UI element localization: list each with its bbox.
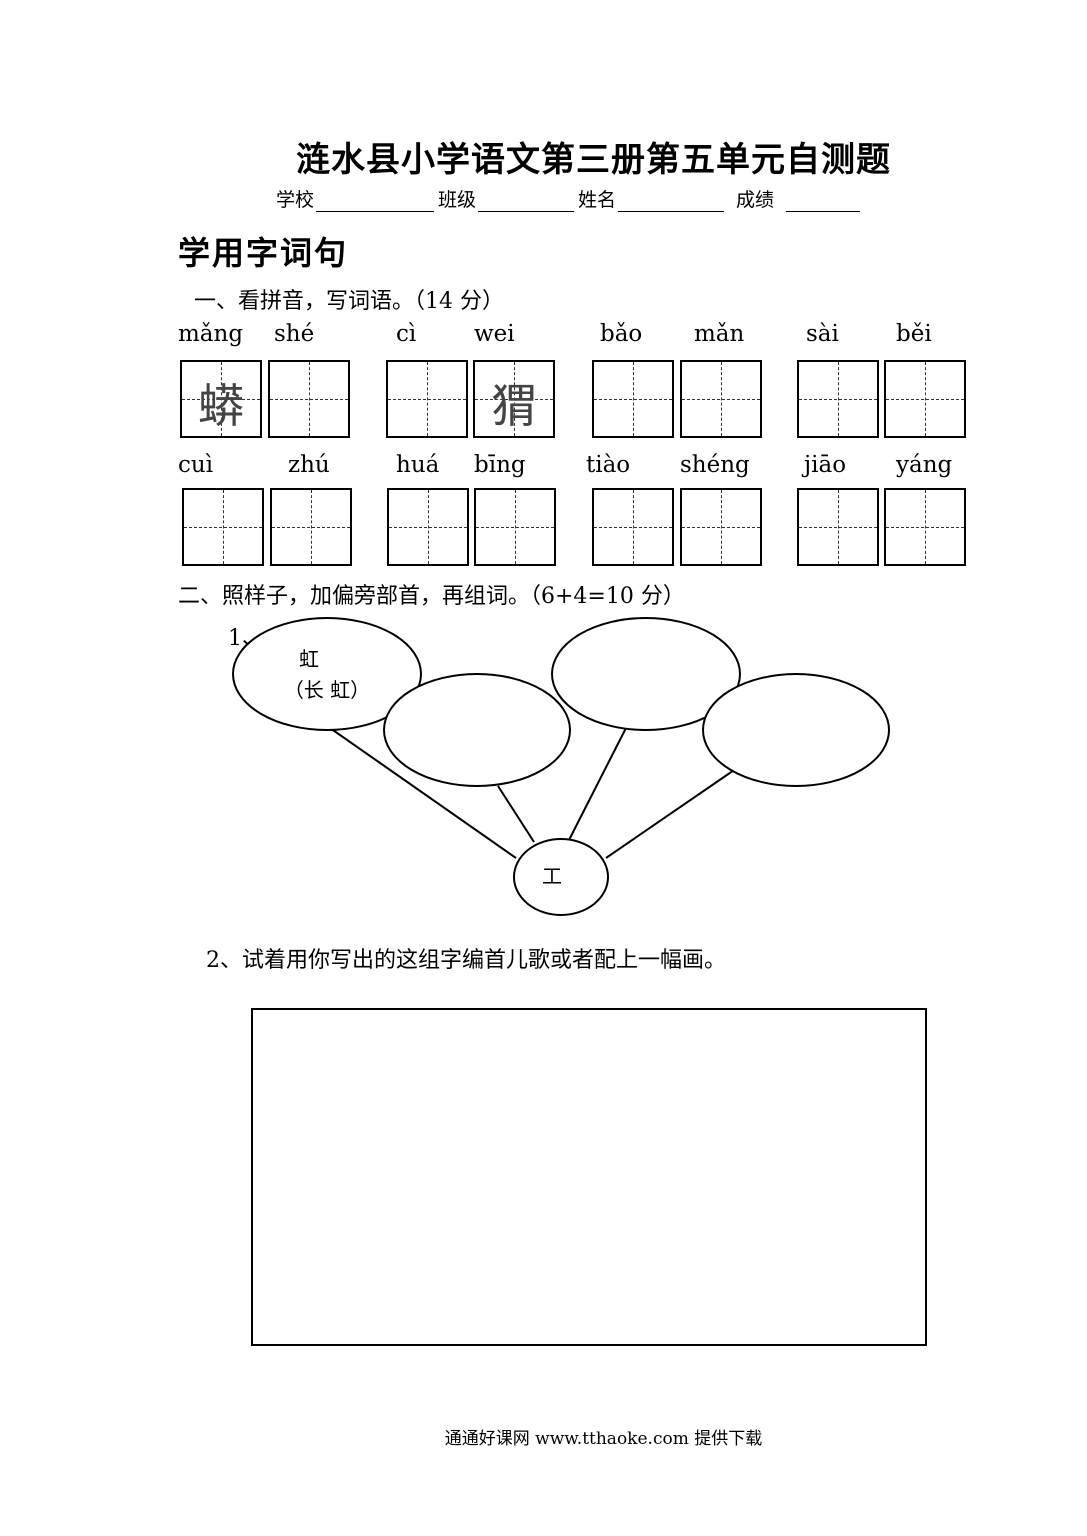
example-word: （长 虹） [284,678,370,702]
example-char: 虹 [299,647,319,671]
connector-line-4 [605,765,741,859]
char-cell-1-2[interactable] [268,360,350,438]
pinyin-2-5: tiào [586,452,631,478]
char-cell-2-8[interactable] [884,488,966,566]
q1-heading: 一、看拼音，写词语。（14 分） [194,289,504,314]
school-field[interactable] [316,191,435,212]
char-cell-1-1[interactable]: 蟒 [180,360,262,438]
pinyin-1-5: bǎo [600,321,643,347]
char-cell-1-5[interactable] [592,360,674,438]
pinyin-2-1: cuì [178,452,214,478]
pinyin-1-2: shé [274,321,315,347]
name-label: 姓名 [578,189,617,211]
drawing-area[interactable] [251,1008,927,1346]
connector-line-1 [329,727,517,859]
name-field[interactable] [618,191,725,212]
char-cell-2-2[interactable] [270,488,352,566]
center-radical-bubble [513,838,609,916]
connector-line-3 [567,727,627,843]
pinyin-1-1: mǎng [178,321,244,347]
footer-text: 通通好课网 www.tthaoke.com 提供下载 [444,1429,763,1449]
example-bubble [232,617,422,731]
cell-char: 蟒 [198,379,244,433]
q2-sub2-text: 2、试着用你写出的这组字编首儿歌或者配上一幅画。 [206,948,726,973]
section-heading: 学用字词句 [178,234,349,272]
pinyin-2-6: shéng [680,452,750,478]
pinyin-2-7: jiāo [804,452,847,478]
char-cell-2-1[interactable] [182,488,264,566]
page-title: 涟水县小学语文第三册第五单元自测题 [296,140,891,180]
char-cell-2-6[interactable] [680,488,762,566]
char-cell-1-6[interactable] [680,360,762,438]
answer-bubble-1[interactable] [383,673,571,787]
school-label: 学校 [276,189,315,211]
cell-char: 猬 [491,379,537,433]
class-label: 班级 [438,189,477,211]
answer-bubble-3[interactable] [702,673,890,787]
radical-diagram: 虹 （长 虹） 工 [232,617,890,916]
answer-bubble-2[interactable] [551,617,741,731]
char-cell-2-4[interactable] [474,488,556,566]
score-field[interactable] [786,191,861,212]
student-info-row: 学校 班级 姓名 成绩 [276,185,864,212]
char-cell-1-7[interactable] [797,360,879,438]
char-cell-1-8[interactable] [884,360,966,438]
pinyin-2-3: huá [396,452,440,478]
pinyin-2-4: bīng [474,452,526,478]
char-cell-1-3[interactable] [386,360,468,438]
char-cell-1-4[interactable]: 猬 [473,360,555,438]
center-char: 工 [542,864,562,888]
pinyin-1-4: wei [474,321,515,347]
pinyin-1-7: sài [806,321,839,347]
connector-line-2 [497,785,535,843]
pinyin-1-8: běi [896,321,932,347]
char-cell-2-3[interactable] [387,488,469,566]
q2-heading: 二、照样子，加偏旁部首，再组词。（6+4=10 分） [178,584,685,609]
class-field[interactable] [478,191,575,212]
pinyin-1-6: mǎn [694,321,745,347]
pinyin-1-3: cì [396,321,417,347]
char-cell-2-5[interactable] [592,488,674,566]
pinyin-2-2: zhú [288,452,330,478]
score-label: 成绩 [736,189,775,211]
pinyin-2-8: yáng [896,452,953,478]
char-cell-2-7[interactable] [797,488,879,566]
